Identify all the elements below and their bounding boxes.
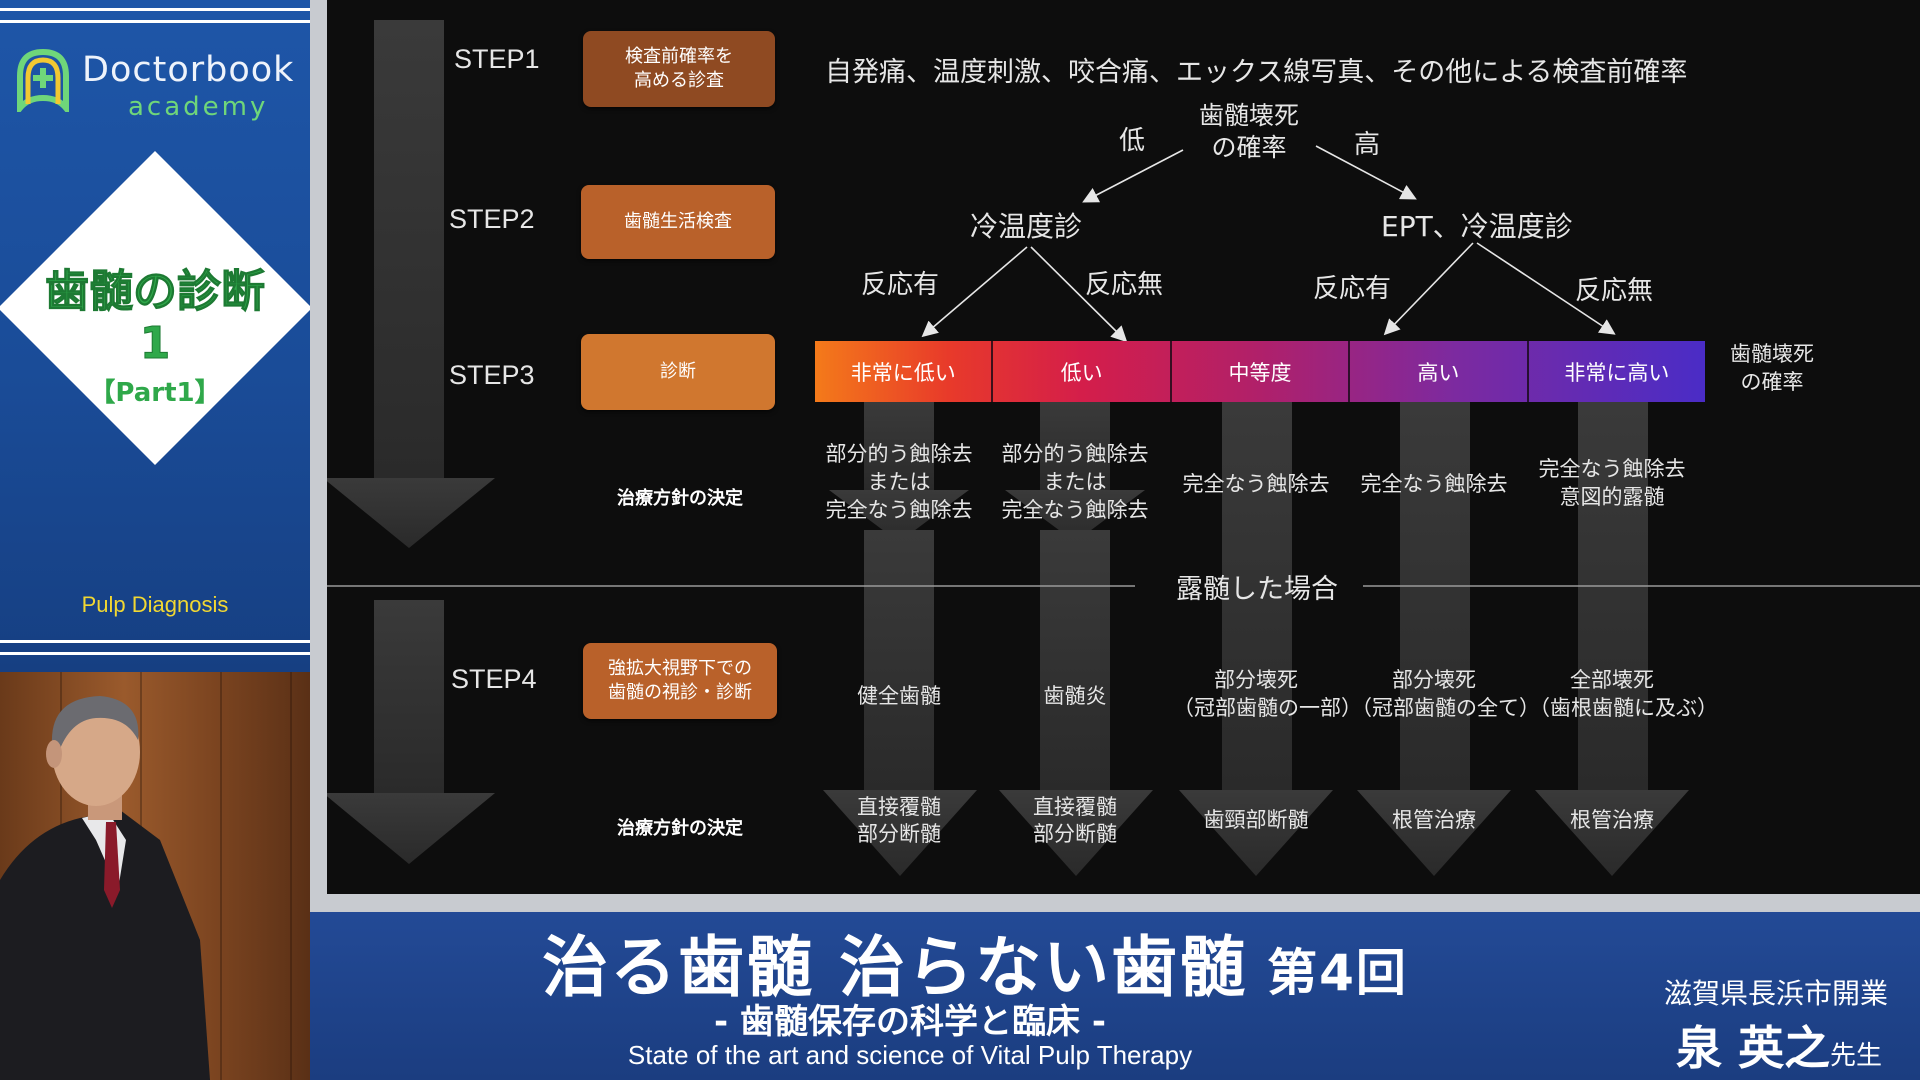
step4-treatment-col4: 根管治療 [1351,804,1517,834]
treatment-col1: 部分的う蝕除去 または 完全なう蝕除去 [819,440,979,524]
low-label: 低 [1119,120,1145,157]
scale-low: 低い [993,341,1171,402]
step3-label: STEP3 [449,360,535,391]
step4-treatment-col1: 直接覆髄 部分断髄 [819,794,979,848]
policy-label-step4: 治療方針の決定 [583,814,777,840]
response-no-left: 反応無 [1085,264,1163,301]
presenter-name-text: 泉 英之 [1676,1021,1830,1075]
step2-box: 歯髄生活検査 [581,185,775,259]
state-col4: 部分壊死 （冠部歯髄の全て） [1351,666,1517,722]
state-col3-line1: 部分壊死 [1173,666,1339,694]
step4-treatment-col1-line1: 直接覆髄 [819,794,979,821]
doctorbook-logo: Doctorbook academy [14,46,304,118]
state-col5-line2: （歯根歯髄に及ぶ） [1529,694,1695,722]
state-col3-line2: （冠部歯髄の一部） [1173,694,1339,722]
step4-box-line1: 強拡大視野下での [608,657,752,681]
treatment-col1-line1: 部分的う蝕除去 [819,440,979,468]
presenter-location: 滋賀県長浜市開業 [1664,972,1888,1012]
lecture-number: 1 [0,318,310,369]
state-col5: 全部壊死 （歯根歯髄に及ぶ） [1529,666,1695,722]
necrosis-probability-scale: 非常に低い 低い 中等度 高い 非常に高い [815,341,1705,402]
sidebar-stripe [0,652,310,655]
dental-cross-logo-icon [14,46,72,112]
scale-very-high: 非常に高い [1529,341,1705,402]
step4-treatment-col1-line2: 部分断髄 [819,821,979,848]
step2-label: STEP2 [449,204,535,235]
step3-box-label: 診断 [660,360,696,384]
step1-box-line1: 検査前確率を [625,45,733,69]
lecture-banner: 治る歯髄 治らない歯髄第4回 - 歯髄保存の科学と臨床 - State of t… [310,912,1920,1080]
treatment-col5: 完全なう蝕除去 意図的露髄 [1529,455,1695,511]
banner-subtitle: - 歯髄保存の科学と臨床 - [310,994,1510,1043]
step3-box: 診断 [581,334,775,410]
presenter-honorific: 先生 [1830,1041,1882,1071]
response-yes-right: 反応有 [1313,268,1391,305]
banner-subtitle-en: State of the art and science of Vital Pu… [310,1040,1510,1071]
logo-subtitle: academy [128,92,268,122]
step4-box-line2: 歯髄の視診・診断 [608,681,752,705]
response-yes-left: 反応有 [861,264,939,301]
step-arrow-1-3 [327,20,495,548]
state-col5-line1: 全部壊死 [1529,666,1695,694]
scale-label-line1: 歯髄壊死 [1717,340,1827,368]
state-col4-line1: 部分壊死 [1351,666,1517,694]
treatment-col2-line2: または [995,468,1155,496]
step-arrow-4 [327,600,495,864]
treatment-col1-line3: 完全なう蝕除去 [819,496,979,524]
step4-treatment-col2-line2: 部分断髄 [995,821,1155,848]
sidebar: Doctorbook academy 歯髄の診断 1 【Part1】 Pulp … [0,0,310,672]
sidebar-stripe [0,20,310,23]
logo-wordmark: Doctorbook [82,50,294,90]
scale-label-line2: の確率 [1717,368,1827,396]
step4-label: STEP4 [451,664,537,695]
step4-box: 強拡大視野下での 歯髄の視診・診断 [583,643,777,719]
lecture-title: 歯髄の診断 [0,268,310,316]
treatment-col4: 完全なう蝕除去 [1351,468,1517,498]
speaker-figure [0,690,260,1080]
response-no-right: 反応無 [1575,270,1653,307]
step4-treatment-col2: 直接覆髄 部分断髄 [995,794,1155,848]
treatment-col1-line2: または [819,468,979,496]
pulp-diagnosis-flowchart-slide: STEP1 STEP2 STEP3 STEP4 検査前確率を 高める診査 歯髄生… [327,0,1920,894]
treatment-col2-line1: 部分的う蝕除去 [995,440,1155,468]
pretest-probability-text: 自発痛、温度刺激、咬合痛、エックス線写真、その他による検査前確率 [825,50,1687,89]
ept-cold-test-label: EPT、冷温度診 [1381,205,1573,245]
scale-high: 高い [1350,341,1528,402]
treatment-col2-line3: 完全なう蝕除去 [995,496,1155,524]
step1-box: 検査前確率を 高める診査 [583,31,775,107]
scale-moderate: 中等度 [1172,341,1350,402]
sidebar-stripe [0,640,310,643]
presenter-name: 泉 英之先生 [1676,1012,1882,1078]
exposed-pulp-label: 露髄した場合 [1167,567,1347,606]
state-col2: 歯髄炎 [995,680,1155,710]
topic-english: Pulp Diagnosis [0,592,310,618]
necrosis-probability-line1: 歯髄壊死 [1177,100,1321,132]
step4-treatment-col3: 歯頸部断髄 [1173,804,1339,834]
treatment-col3: 完全なう蝕除去 [1173,468,1339,498]
state-col4-line2: （冠部歯髄の全て） [1351,694,1517,722]
treatment-col5-line2: 意図的露髄 [1529,483,1695,511]
treatment-col5-line1: 完全なう蝕除去 [1529,455,1695,483]
state-col3: 部分壊死 （冠部歯髄の一部） [1173,666,1339,722]
sidebar-stripe [0,8,310,11]
policy-label-step3: 治療方針の決定 [583,484,777,510]
step2-box-label: 歯髄生活検査 [624,210,732,234]
scale-very-low: 非常に低い [815,341,993,402]
state-col1: 健全歯髄 [819,680,979,710]
high-label: 高 [1354,124,1380,161]
step1-label: STEP1 [454,44,540,75]
cold-test-label: 冷温度診 [970,205,1082,245]
lecture-part: 【Part1】 [0,372,310,409]
necrosis-probability-node: 歯髄壊死 の確率 [1177,100,1321,164]
treatment-col2: 部分的う蝕除去 または 完全なう蝕除去 [995,440,1155,524]
step1-box-line2: 高める診査 [634,69,724,93]
scale-label: 歯髄壊死 の確率 [1717,340,1827,396]
step4-treatment-col5: 根管治療 [1529,804,1695,834]
necrosis-probability-line2: の確率 [1177,132,1321,164]
step4-treatment-col2-line1: 直接覆髄 [995,794,1155,821]
